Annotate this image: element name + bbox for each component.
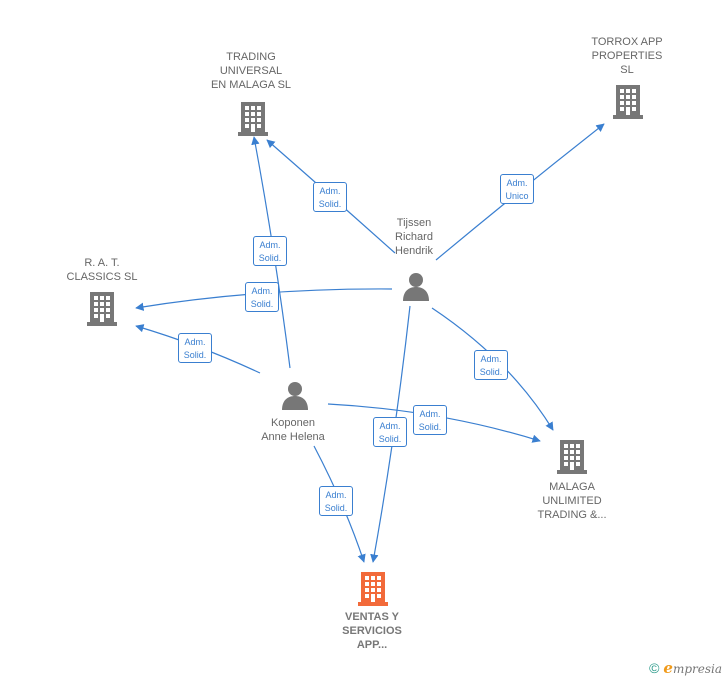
edge-label-tijssen-torrox: Adm. Unico — [500, 174, 534, 204]
rat-classics-building-icon[interactable] — [87, 292, 117, 326]
edge-label-koponen-ventas: Adm. Solid. — [319, 486, 353, 516]
tijssen-label[interactable]: Tijssen Richard Hendrik — [395, 217, 433, 257]
edge-label-koponen-trading: Adm. Solid. — [253, 236, 287, 266]
edge-label-tijssen-malaga: Adm. Solid. — [474, 350, 508, 380]
malaga-unlimited-label[interactable]: MALAGA UNLIMITED TRADING &... — [537, 481, 607, 521]
edge-label-tijssen-trading: Adm. Solid. — [313, 182, 347, 212]
malaga-unlimited-building-icon[interactable] — [557, 440, 587, 474]
ventas-building-icon[interactable] — [358, 572, 388, 606]
empresia-logo[interactable]: empresia — [663, 659, 722, 677]
edge-label-tijssen-ventas: Adm. Solid. — [373, 417, 407, 447]
rat-classics-label[interactable]: R. A. T. CLASSICS SL — [66, 257, 138, 283]
torrox-label[interactable]: TORROX APP PROPERTIES SL — [591, 36, 663, 76]
tijssen-person-icon[interactable] — [403, 273, 429, 301]
koponen-label[interactable]: Koponen Anne Helena — [261, 417, 325, 443]
torrox-building-icon[interactable] — [613, 85, 643, 119]
edge-label-koponen-malaga: Adm. Solid. — [413, 405, 447, 435]
edge-label-koponen-rat: Adm. Solid. — [178, 333, 212, 363]
edge-label-tijssen-rat: Adm. Solid. — [245, 282, 279, 312]
copyright-icon: © — [649, 660, 660, 676]
footer-branding: © empresia — [649, 659, 722, 677]
trading-universal-label[interactable]: TRADING UNIVERSAL EN MALAGA SL — [210, 51, 292, 91]
trading-universal-building-icon[interactable] — [238, 102, 268, 136]
ventas-label[interactable]: VENTAS Y SERVICIOS APP... — [342, 611, 402, 651]
koponen-person-icon[interactable] — [282, 382, 308, 410]
